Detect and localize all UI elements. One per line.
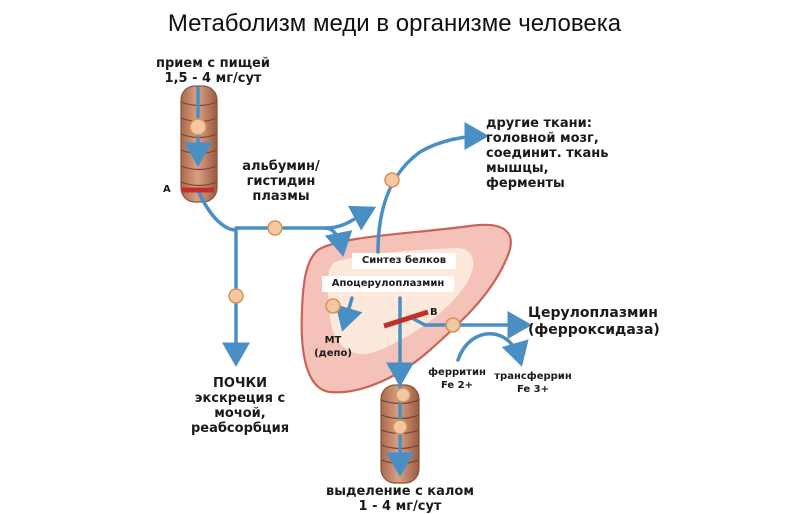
transferrin-line1: трансферрин <box>494 371 572 382</box>
tissues-line4: мышцы, <box>486 161 549 176</box>
tissues-line5: ферменты <box>486 176 565 191</box>
blocker-b <box>383 309 429 329</box>
to-mt-arrow <box>335 296 363 332</box>
node-excretion-upper <box>395 387 411 403</box>
tissues-line2: головной мозг, <box>486 131 599 146</box>
ceruloplasmin-line2: (ферроксидаза) <box>528 322 660 338</box>
node-tissues <box>384 172 400 188</box>
tissues-line1: другие ткани: <box>486 116 592 131</box>
mt-depot-label: МТ (депо) <box>310 334 356 360</box>
node-excretion-lower <box>392 419 408 435</box>
to-tissues-arrow <box>376 122 489 254</box>
intake-label-line1: прием с пищей <box>156 56 270 71</box>
tissues-line3: соединит. ткань <box>486 146 609 161</box>
excretion-label: выделение с калом 1 - 4 мг/сут <box>310 484 490 514</box>
to-tissues-branch <box>323 205 377 231</box>
albumin-line2: гистидин <box>246 174 316 189</box>
ferritin-line2: Fe 2+ <box>440 380 474 391</box>
node-kidney <box>228 288 244 304</box>
node-intake <box>189 118 207 136</box>
intake-label: прием с пищей 1,5 - 4 мг/сут <box>148 56 278 86</box>
ceruloplasmin-arrow <box>410 311 532 339</box>
ferroxidase-arrow <box>456 332 529 367</box>
albumin-line1: альбумин/ <box>242 159 320 174</box>
marker-b: B <box>430 307 438 318</box>
kidneys-line1: ПОЧКИ <box>213 376 267 391</box>
marker-a: A <box>163 184 171 195</box>
page-title: Метаболизм меди в организме человека <box>167 10 622 37</box>
ferritin-label: ферритин Fe 2+ <box>422 366 492 392</box>
ceruloplasmin-label: Церулоплазмин (ферроксидаза) <box>528 305 678 339</box>
albumin-line3: плазмы <box>252 189 310 204</box>
kidneys-line2: экскреция с <box>194 391 286 406</box>
kidneys-label: ПОЧКИ экскреция с мочой, реабсорбция <box>180 376 300 436</box>
protein-synthesis-label: Синтез белков <box>361 255 447 266</box>
node-ceruloplasmin <box>445 317 461 333</box>
protein-synthesis-box <box>352 253 456 269</box>
mt-line1: МТ <box>324 335 342 346</box>
excretion-line1: выделение с калом <box>326 484 474 499</box>
node-albumin <box>267 220 283 236</box>
transferrin-line2: Fe 3+ <box>516 384 550 395</box>
albumin-label: альбумин/ гистидин плазмы <box>226 159 336 204</box>
intake-label-line2: 1,5 - 4 мг/сут <box>164 71 262 86</box>
apoceruloplasmin-box <box>322 276 454 292</box>
kidneys-line3: мочой, <box>214 406 266 421</box>
other-tissues-label: другие ткани: головной мозг, соединит. т… <box>486 116 636 191</box>
transferrin-label: трансферрин Fe 3+ <box>488 370 578 396</box>
node-mt <box>325 298 341 314</box>
kidneys-line4: реабсорбция <box>190 421 290 436</box>
excretion-line2: 1 - 4 мг/сут <box>358 499 442 514</box>
ceruloplasmin-line1: Церулоплазмин <box>528 305 658 321</box>
apoceruloplasmin-label: Апоцерулоплазмин <box>331 278 445 289</box>
mt-line2: (депо) <box>314 348 352 359</box>
kidney-arrow <box>196 188 250 367</box>
ferritin-line1: ферритин <box>428 367 486 378</box>
